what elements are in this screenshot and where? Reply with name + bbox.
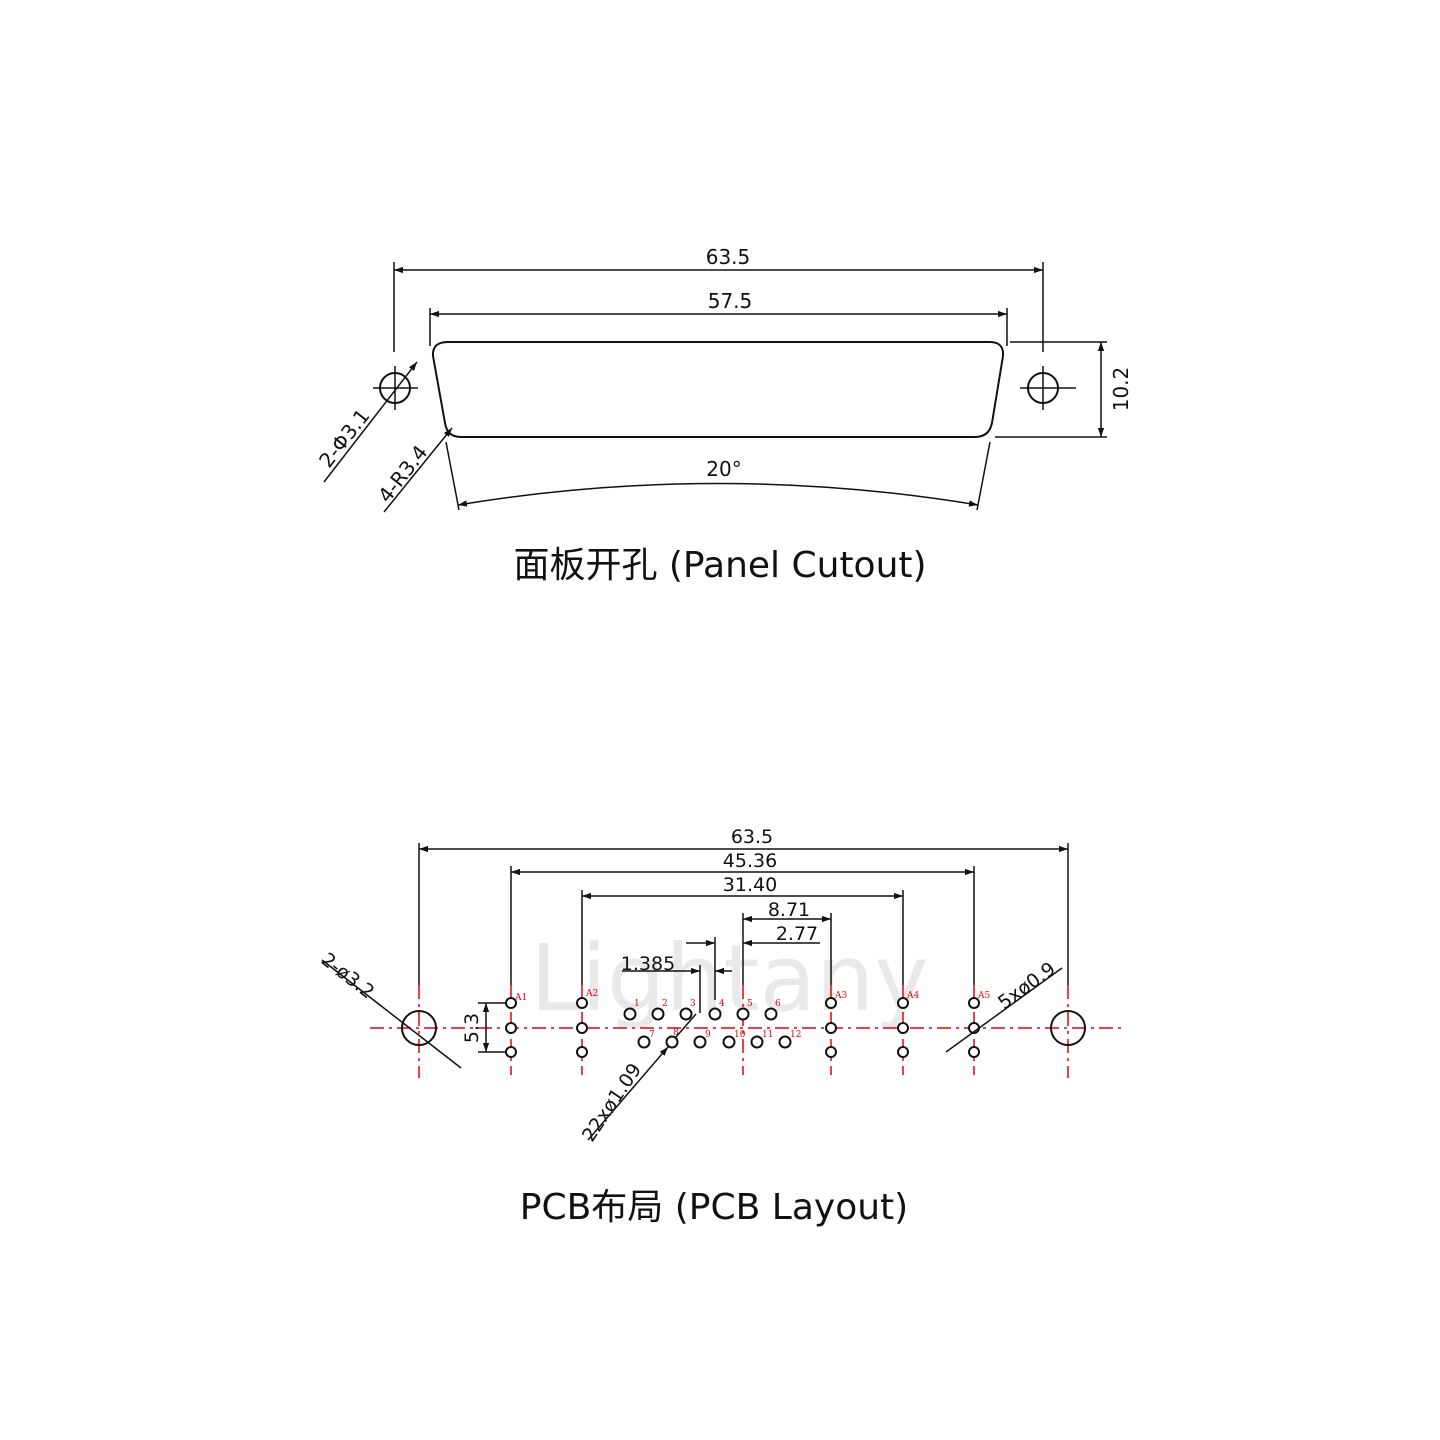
panel-cutout-caption: 面板开孔 (Panel Cutout) — [513, 545, 926, 586]
pcb-right-mount-hole — [1050, 1010, 1086, 1046]
pin-label-a2: A2 — [585, 989, 598, 999]
dim-label-a1-a5: 45.36 — [723, 850, 777, 872]
angle-ext-left — [445, 441, 460, 511]
pin-label-8: 8 — [673, 1028, 679, 1038]
dim-label-overall: 63.5 — [706, 245, 751, 269]
dim-label-mount-dia: 2-ø3.2 — [317, 949, 378, 1004]
dim-label-8-71: 8.71 — [768, 899, 810, 921]
pcb-layout-view: Lightany 63.5 45.36 31.40 8.71 2. — [317, 826, 1125, 1228]
d-sub-cutout-outline — [431, 341, 1005, 438]
hole-a3-top — [825, 997, 837, 1009]
dim-label-shell: 57.5 — [708, 289, 753, 313]
pin-label-a3: A3 — [834, 991, 847, 1001]
signal-hole-3 — [679, 1007, 693, 1021]
pcb-left-mount-hole — [401, 1010, 437, 1046]
hole-a3-mid — [825, 1022, 837, 1034]
leader-signal-dia — [587, 1046, 669, 1141]
leader-signal-dia-tail — [675, 1013, 697, 1038]
leader-corner-radius — [383, 427, 453, 513]
leader-mount-dia — [321, 959, 462, 1069]
hole-a1-mid — [505, 1022, 517, 1034]
signal-hole-1 — [623, 1007, 637, 1021]
pin-label-2: 2 — [662, 999, 668, 1009]
dim-label-2-77: 2.77 — [776, 923, 818, 945]
hole-a5-bottom — [968, 1046, 980, 1058]
dim-label-hole-dia: 2-Φ3.1 — [314, 404, 374, 472]
leader-coax-dia — [945, 967, 1063, 1053]
pin-label-a1: A1 — [514, 993, 527, 1003]
pin-label-12: 12 — [790, 1030, 801, 1040]
dim-label-a2-a4: 31.40 — [723, 874, 777, 896]
hole-a3-bottom — [825, 1046, 837, 1058]
dim-label-pcb-overall: 63.5 — [731, 826, 773, 848]
angle-arc — [457, 482, 979, 507]
signal-hole-7 — [637, 1035, 651, 1049]
leader-hole-dia — [323, 361, 418, 483]
pin-labels: A1 A2 A3 A4 A5 1 2 3 4 5 6 7 8 9 10 11 1… — [514, 989, 990, 1040]
pin-label-1: 1 — [634, 999, 640, 1009]
hole-a2-mid — [576, 1022, 588, 1034]
signal-hole-12 — [778, 1035, 792, 1049]
pin-label-a5: A5 — [977, 991, 990, 1001]
dim-label-pitch: 1.385 — [621, 953, 675, 975]
hole-a4-top — [897, 997, 909, 1009]
dim-label-coax-dia: 5xø0.9 — [994, 958, 1060, 1014]
hole-a4-mid — [897, 1022, 909, 1034]
coax-hole-columns — [505, 997, 980, 1058]
pin-label-5: 5 — [747, 999, 753, 1009]
signal-hole-5 — [736, 1007, 750, 1021]
signal-hole-2 — [651, 1007, 665, 1021]
pin-label-a4: A4 — [906, 991, 919, 1001]
signal-hole-8 — [665, 1035, 679, 1049]
hole-a2-bottom — [576, 1046, 588, 1058]
pin-label-6: 6 — [775, 999, 781, 1009]
pin-label-10: 10 — [734, 1030, 746, 1040]
dim-label-angle: 20° — [706, 457, 741, 481]
pin-label-11: 11 — [762, 1030, 773, 1040]
pin-label-9: 9 — [705, 1030, 711, 1040]
pin-label-3: 3 — [690, 999, 696, 1009]
dim-label-height: 10.2 — [1109, 367, 1133, 412]
panel-cutout-view: 63.5 57.5 10.2 20° 2-Φ3.1 4-R3.4 面板开孔 (P… — [314, 245, 1133, 586]
dim-label-corner-radius: 4-R3.4 — [373, 441, 432, 508]
signal-hole-grid — [623, 1007, 792, 1049]
dim-label-row: 5.3 — [461, 1013, 483, 1043]
pin-label-4: 4 — [719, 999, 725, 1009]
signal-hole-9 — [693, 1035, 707, 1049]
dim-label-signal-dia: 22xø1.09 — [578, 1059, 646, 1145]
signal-hole-10 — [722, 1035, 736, 1049]
hole-a1-top — [505, 997, 517, 1009]
signal-hole-6 — [764, 1007, 778, 1021]
hole-a1-bottom — [505, 1046, 517, 1058]
watermark-logo: Lightany — [530, 925, 929, 1032]
signal-hole-4 — [708, 1007, 722, 1021]
hole-a2-top — [576, 997, 588, 1009]
hole-a4-bottom — [897, 1046, 909, 1058]
signal-hole-11 — [750, 1035, 764, 1049]
pin-label-7: 7 — [649, 1030, 655, 1040]
angle-ext-right — [976, 441, 991, 511]
pcb-layout-caption: PCB布局 (PCB Layout) — [520, 1187, 908, 1228]
hole-a5-top — [968, 997, 980, 1009]
